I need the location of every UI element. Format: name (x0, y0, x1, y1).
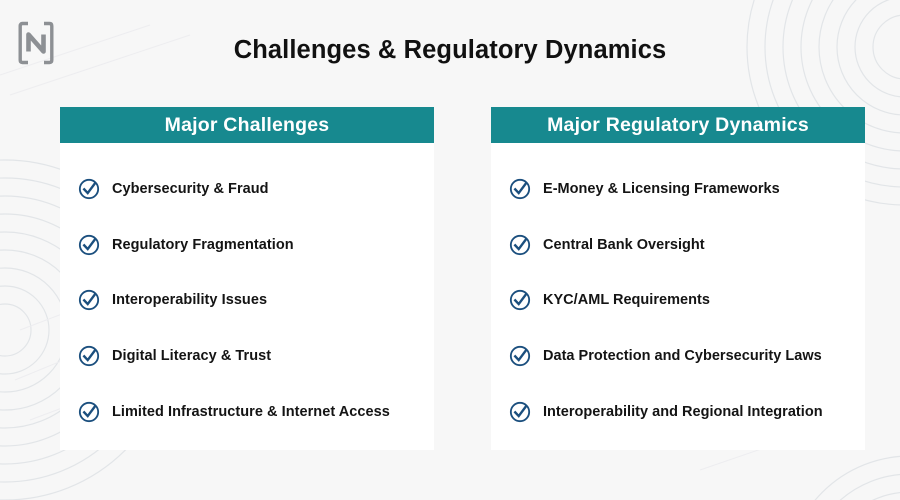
list-item-label: Interoperability Issues (112, 292, 268, 309)
check-circle-icon (509, 401, 531, 423)
list-item-label: E-Money & Licensing Frameworks (543, 180, 780, 197)
list-item[interactable]: Digital Literacy & Trust (74, 328, 420, 384)
check-circle-icon (78, 401, 100, 423)
check-circle-icon (78, 178, 100, 199)
list-item[interactable]: KYC/AML Requirements (505, 273, 851, 329)
panel-body-major-regulatory-dynamics: E-Money & Licensing Frameworks Central B… (491, 143, 865, 450)
panel-header-major-regulatory-dynamics: Major Regulatory Dynamics (491, 107, 865, 143)
check-circle-icon (78, 234, 100, 255)
panel-header-major-challenges: Major Challenges (60, 107, 434, 143)
list-item-label: Regulatory Fragmentation (112, 236, 294, 253)
check-circle-icon (509, 290, 531, 311)
panel-major-regulatory-dynamics: Major Regulatory Dynamics E-Money & Lice… (491, 107, 865, 450)
list-item[interactable]: Regulatory Fragmentation (74, 217, 420, 273)
list-item-label: Limited Infrastructure & Internet Access (112, 404, 390, 421)
check-circle-icon (78, 346, 100, 367)
page-title: Challenges & Regulatory Dynamics (233, 36, 667, 64)
list-item-label: Cybersecurity & Fraud (112, 180, 269, 197)
list-item[interactable]: Data Protection and Cybersecurity Laws (505, 328, 851, 384)
list-item[interactable]: Interoperability and Regional Integratio… (505, 384, 851, 440)
panel-major-challenges: Major Challenges Cybersecurity & Fraud R… (60, 107, 434, 450)
check-circle-icon (509, 234, 531, 255)
list-item[interactable]: E-Money & Licensing Frameworks (505, 161, 851, 217)
check-circle-icon (509, 178, 531, 199)
list-item-label: Data Protection and Cybersecurity Laws (543, 348, 822, 365)
list-item[interactable]: Interoperability Issues (74, 273, 420, 329)
check-circle-icon (509, 346, 531, 367)
list-item-label: KYC/AML Requirements (543, 292, 710, 309)
list-item[interactable]: Cybersecurity & Fraud (74, 161, 420, 217)
list-item-label: Central Bank Oversight (543, 236, 705, 253)
brand-logo-icon (18, 21, 54, 65)
list-item-label: Interoperability and Regional Integratio… (543, 404, 823, 421)
panel-body-major-challenges: Cybersecurity & Fraud Regulatory Fragmen… (60, 143, 434, 450)
list-item[interactable]: Central Bank Oversight (505, 217, 851, 273)
check-circle-icon (78, 290, 100, 311)
list-item-label: Digital Literacy & Trust (112, 348, 272, 365)
list-item[interactable]: Limited Infrastructure & Internet Access (74, 384, 420, 440)
